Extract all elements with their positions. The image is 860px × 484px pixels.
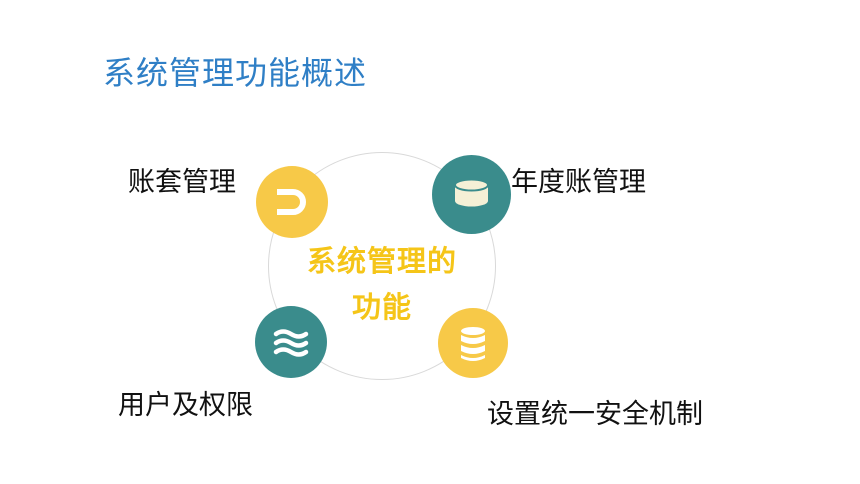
node-account-set [256, 166, 328, 238]
node-label-annual-account: 年度账管理 [511, 167, 646, 198]
node-annual-account [432, 155, 511, 234]
node-security [438, 308, 508, 378]
magnet-icon [277, 189, 306, 215]
center-label-line-1: 系统管理的 [306, 244, 457, 278]
node-label-user-permission: 用户及权限 [118, 390, 253, 421]
center-label-line-2: 功能 [351, 290, 412, 324]
database-icon [454, 178, 489, 207]
node-user-permission [255, 306, 327, 378]
database-stack-icon [461, 327, 485, 361]
waves-icon [273, 329, 309, 357]
center-label: 系统管理的 功能 [282, 238, 482, 330]
center-ring [268, 152, 496, 380]
node-label-security: 设置统一安全机制 [487, 399, 703, 430]
page-title: 系统管理功能概述 [103, 54, 368, 92]
node-label-account-set: 账套管理 [128, 167, 236, 198]
